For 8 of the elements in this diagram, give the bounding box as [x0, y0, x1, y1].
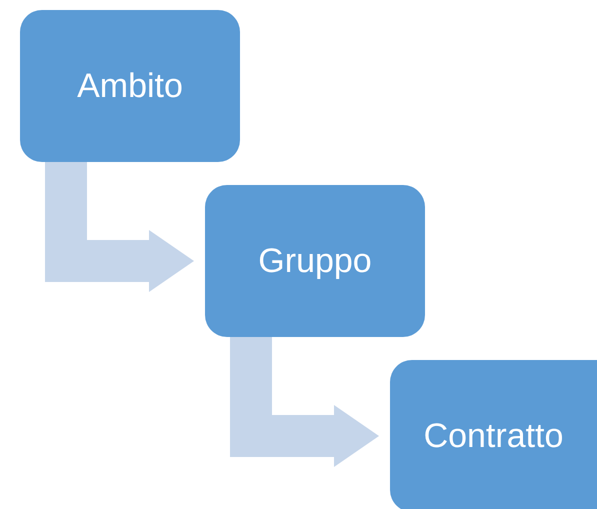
bent-arrow: [45, 162, 194, 292]
process-box: [390, 360, 597, 509]
box-label: Contratto: [424, 416, 564, 456]
box-label: Ambito: [77, 66, 183, 106]
process-box: [20, 10, 240, 162]
box-label: Gruppo: [258, 240, 372, 282]
process-box: [205, 185, 425, 337]
bent-arrow: [230, 337, 379, 467]
